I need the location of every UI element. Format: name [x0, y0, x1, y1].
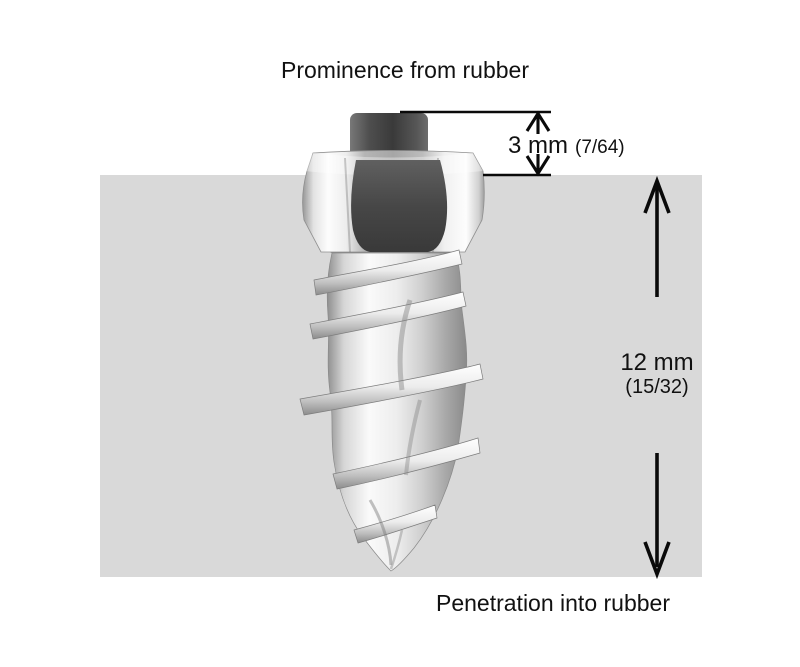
dimension-12mm-value: 12 mm	[620, 349, 694, 376]
arrow-up-3mm-icon	[525, 110, 551, 134]
dimension-3mm-value: 3 mm	[508, 132, 568, 159]
arrow-up-12mm-icon	[643, 175, 671, 297]
dimension-3mm-text: 3 mm (7/64)	[508, 132, 625, 160]
hex-head	[302, 150, 485, 260]
arrow-down-12mm-icon	[643, 453, 671, 580]
dimension-12mm-lines	[643, 175, 671, 580]
dimension-3mm-fraction: (7/64)	[575, 137, 625, 158]
dimension-12mm-fraction: (15/32)	[625, 376, 689, 398]
prominence-label: Prominence from rubber	[281, 57, 529, 83]
dimension-3mm-lines	[400, 110, 551, 177]
screw-body	[299, 249, 484, 572]
carbide-insert	[351, 160, 448, 252]
arrow-down-3mm-icon	[525, 154, 551, 177]
penetration-label: Penetration into rubber	[436, 590, 670, 616]
dimension-12mm-text: 12 mm (15/32)	[620, 350, 693, 399]
